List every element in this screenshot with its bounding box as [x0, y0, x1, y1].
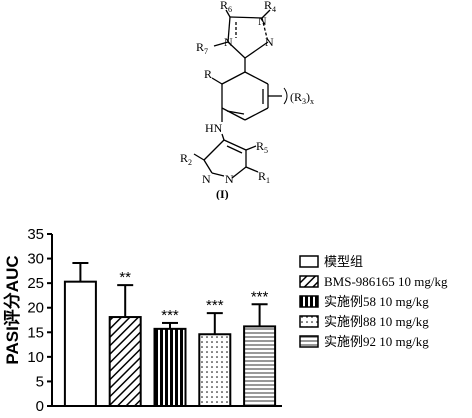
bar	[63, 280, 97, 407]
legend-swatch	[299, 335, 319, 348]
legend-swatch	[299, 295, 319, 308]
chemical-structure: R6 R4 N N R7 N R (R3)x HN R2 R5 N N R1 (…	[180, 0, 314, 200]
y-tick-label: 30	[27, 251, 44, 268]
significance-label: **	[119, 269, 131, 286]
y-tick-label: 35	[27, 226, 44, 243]
chart-bars: ***********	[63, 261, 277, 408]
y-tick-label: 5	[36, 373, 44, 390]
r2-label: R2	[180, 151, 192, 167]
pyridazine-n1: N	[202, 172, 211, 186]
y-tick-label: 0	[36, 398, 44, 415]
bar	[198, 333, 232, 408]
hn-label: HN	[205, 121, 223, 135]
legend-label: 实施例88 10 mg/kg	[324, 314, 429, 329]
y-axis-label: PASI评分AUC	[3, 255, 22, 364]
chart-legend: 模型组 BMS-986165 10 mg/kg 实施例58 10 mg/kg 实施例8…	[299, 254, 448, 349]
bar	[153, 327, 187, 408]
y-tick-label: 20	[27, 300, 44, 317]
significance-label: ***	[206, 297, 224, 314]
legend-label: 模型组	[324, 254, 363, 269]
pyridazine-n2: N	[225, 172, 234, 186]
r1-label: R1	[258, 169, 270, 185]
y-tick-label: 15	[27, 324, 44, 341]
legend-swatch	[299, 255, 319, 268]
y-tick-label: 10	[27, 349, 44, 366]
substituent-arc	[283, 87, 288, 105]
legend-swatch	[299, 275, 319, 288]
r-label: R	[204, 67, 212, 81]
legend-label: 实施例92 10 mg/kg	[324, 334, 429, 349]
r6-label: R6	[220, 0, 232, 14]
r3-label: (R3)x	[290, 90, 314, 106]
legend-swatch	[299, 315, 319, 328]
significance-label: ***	[251, 288, 269, 305]
legend-label: 实施例58 10 mg/kg	[324, 294, 429, 309]
structure-caption: (I)	[216, 187, 229, 200]
structure-bonds	[193, 9, 282, 179]
triazole-n-left: N	[224, 35, 233, 49]
bar	[108, 316, 142, 407]
significance-label: ***	[161, 307, 179, 324]
r5-label: R5	[256, 139, 268, 155]
r4-label: R4	[264, 0, 276, 14]
triazole-n-top: N	[258, 14, 267, 28]
bar	[243, 325, 277, 407]
y-tick-label: 25	[27, 275, 44, 292]
legend-label: BMS-986165 10 mg/kg	[324, 274, 448, 289]
triazole-n-right: N	[265, 35, 274, 49]
r7-label: R7	[196, 40, 208, 56]
